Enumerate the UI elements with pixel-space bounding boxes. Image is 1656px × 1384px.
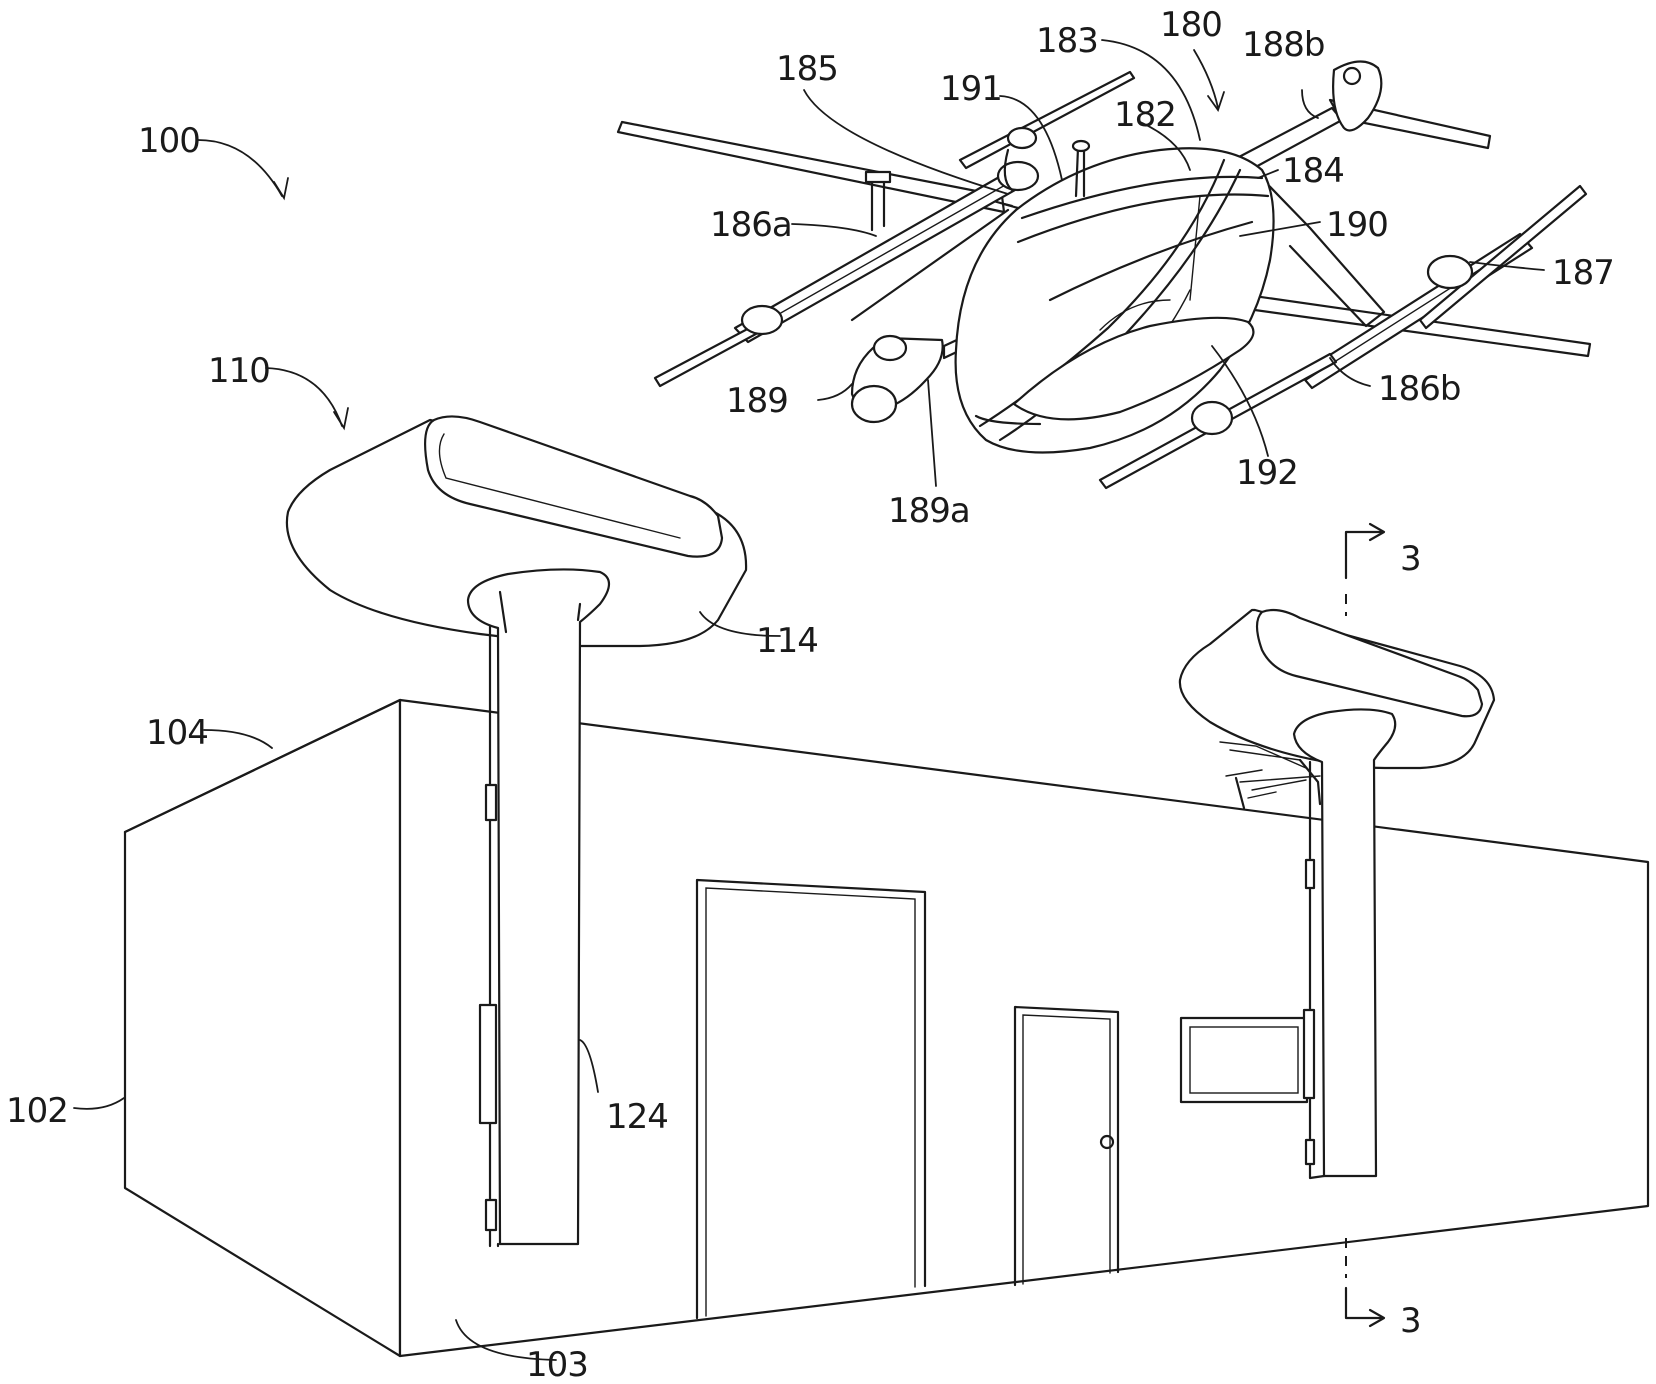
- ref-104: 104: [146, 713, 208, 753]
- aircraft: [618, 61, 1590, 488]
- ref-102: 102: [6, 1091, 68, 1131]
- ref-182: 182: [1114, 95, 1176, 135]
- section-label-top: 3: [1400, 539, 1421, 579]
- ref-180: 180: [1160, 5, 1222, 45]
- ref-183: 183: [1036, 21, 1098, 61]
- ref-110: 110: [208, 351, 270, 391]
- ref-189a: 189a: [888, 491, 970, 531]
- section-label-bottom: 3: [1400, 1301, 1421, 1341]
- ref-186a: 186a: [710, 205, 792, 245]
- ref-188b: 188b: [1242, 25, 1324, 65]
- ref-124: 124: [606, 1097, 668, 1137]
- ref-189: 189: [726, 381, 788, 421]
- ref-192: 192: [1236, 453, 1298, 493]
- ref-185: 185: [776, 49, 838, 89]
- ref-191: 191: [940, 69, 1002, 109]
- ref-186b: 186b: [1378, 369, 1460, 409]
- ref-114: 114: [756, 621, 818, 661]
- ref-184: 184: [1282, 151, 1344, 191]
- ref-190: 190: [1326, 205, 1388, 245]
- building: [125, 700, 1648, 1356]
- ref-100: 100: [138, 121, 200, 161]
- ref-187: 187: [1552, 253, 1614, 293]
- ref-103: 103: [526, 1345, 588, 1384]
